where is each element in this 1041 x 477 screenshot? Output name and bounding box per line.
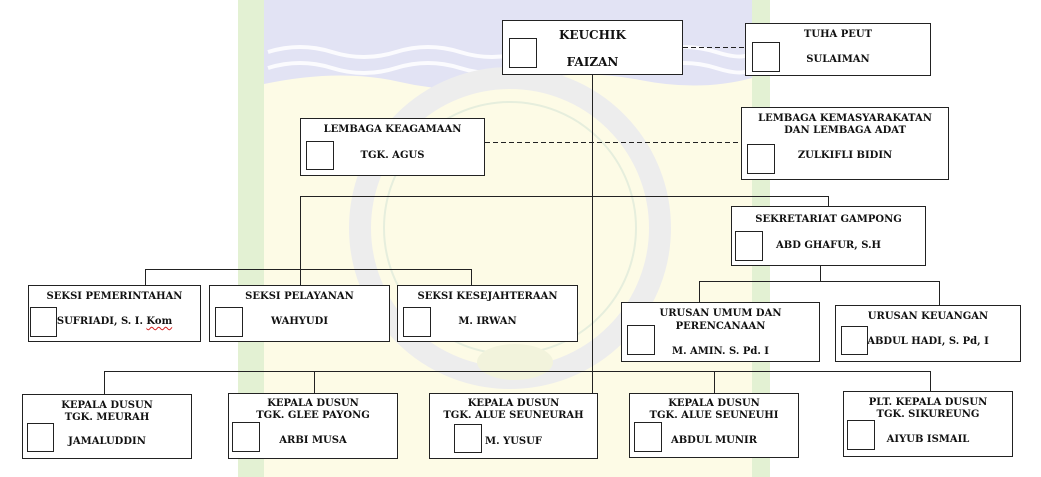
photo-placeholder xyxy=(454,424,482,453)
official-name: SUFRIADI, S. I. Kom xyxy=(29,316,200,328)
node-seksi-pemerintahan: SEKSI PEMERINTAHAN SUFRIADI, S. I. Kom xyxy=(28,285,201,342)
node-urusan-keuangan: URUSAN KEUANGAN ABDUL HADI, S. Pd, I xyxy=(835,305,1021,362)
photo-placeholder xyxy=(30,307,57,337)
official-name: TGK. AGUS xyxy=(360,150,425,161)
position-title-line-1: URUSAN UMUM DAN xyxy=(659,308,782,319)
position-title: SEKSI PELAYANAN xyxy=(245,291,354,302)
node-tuha-peut: TUHA PEUT SULAIMAN xyxy=(745,23,931,76)
photo-placeholder xyxy=(747,144,775,174)
official-name: FAIZAN xyxy=(566,55,619,69)
photo-placeholder xyxy=(27,423,54,452)
node-urusan-umum: URUSAN UMUM DAN PERENCANAAN M. AMIN. S. … xyxy=(621,302,820,362)
official-name-text: SUFRIADI, S. I. xyxy=(56,316,143,327)
position-title: SEKSI PEMERINTAHAN xyxy=(46,291,183,302)
position-title: SEKSI KESEJAHTERAAN xyxy=(417,291,558,302)
photo-placeholder xyxy=(403,307,431,337)
node-sekretariat: SEKRETARIAT GAMPONG ABD GHAFUR, S.H xyxy=(731,206,926,266)
node-lembaga-adat: LEMBAGA KEMASYARAKATAN DAN LEMBAGA ADAT … xyxy=(741,107,949,180)
position-title-line-2: TGK. SIKUREUNG xyxy=(876,409,980,420)
node-dusun-alue-seuneurah: KEPALA DUSUN TGK. ALUE SEUNEURAH M. YUSU… xyxy=(429,393,598,459)
position-title: KEUCHIK xyxy=(559,28,626,42)
node-dusun-meurah: KEPALA DUSUN TGK. MEURAH JAMALUDDIN xyxy=(22,394,192,459)
position-title-line-1: KEPALA DUSUN xyxy=(668,398,760,409)
photo-placeholder xyxy=(232,422,260,452)
official-name: JAMALUDDIN xyxy=(68,436,146,447)
official-name: M. AMIN. S. Pd. I xyxy=(672,346,769,357)
position-title-line-1: KEPALA DUSUN xyxy=(467,398,560,409)
photo-placeholder xyxy=(735,231,763,261)
node-seksi-pelayanan: SEKSI PELAYANAN WAHYUDI xyxy=(209,285,390,342)
position-title: URUSAN KEUANGAN xyxy=(867,311,989,322)
position-title-line-1: PLT. KEPALA DUSUN xyxy=(868,397,988,408)
node-lembaga-keagamaan: LEMBAGA KEAGAMAAN TGK. AGUS xyxy=(300,118,485,176)
official-name: ZULKIFLI BIDIN xyxy=(797,150,893,161)
official-name: AIYUB ISMAIL xyxy=(886,434,970,445)
position-title-line-2: TGK. MEURAH xyxy=(64,412,150,423)
node-dusun-alue-seuneuhi: KEPALA DUSUN TGK. ALUE SEUNEUHI ABDUL MU… xyxy=(629,393,799,458)
position-title: TUHA PEUT xyxy=(803,29,873,40)
node-seksi-kesejahteraan: SEKSI KESEJAHTERAAN M. IRWAN xyxy=(397,285,578,342)
official-name: ARBI MUSA xyxy=(279,435,347,446)
position-title-line-2: TGK. GLEE PAYONG xyxy=(256,410,370,421)
official-name: WAHYUDI xyxy=(270,316,328,327)
position-title: SEKRETARIAT GAMPONG xyxy=(755,214,902,225)
node-keuchik: KEUCHIK FAIZAN xyxy=(502,20,683,75)
photo-placeholder xyxy=(627,325,655,355)
photo-placeholder xyxy=(634,422,662,452)
photo-placeholder xyxy=(752,42,780,72)
official-name: ABD GHAFUR, S.H xyxy=(776,240,881,251)
photo-placeholder xyxy=(306,141,334,170)
position-title-line-2: DAN LEMBAGA ADAT xyxy=(784,125,906,136)
photo-placeholder xyxy=(215,307,243,337)
official-name: ABDUL MUNIR xyxy=(670,435,758,446)
official-name: ABDUL HADI, S. Pd, I xyxy=(867,336,989,347)
photo-placeholder xyxy=(847,420,875,450)
position-title-line-1: KEPALA DUSUN xyxy=(61,400,153,411)
photo-placeholder xyxy=(509,38,537,68)
node-dusun-glee-payong: KEPALA DUSUN TGK. GLEE PAYONG ARBI MUSA xyxy=(228,393,398,459)
photo-placeholder xyxy=(841,326,868,355)
official-name: M. IRWAN xyxy=(458,316,517,327)
position-title-line-2: TGK. ALUE SEUNEUHI xyxy=(649,410,779,421)
spellcheck-flagged-word: Kom xyxy=(146,316,173,327)
position-title: LEMBAGA KEAGAMAAN xyxy=(323,124,462,135)
position-title-line-2: TGK. ALUE SEUNEURAH xyxy=(443,410,584,421)
official-name: M. YUSUF xyxy=(485,436,542,447)
position-title-line-1: LEMBAGA KEMASYARAKATAN xyxy=(758,113,932,124)
official-name: SULAIMAN xyxy=(806,54,870,65)
position-title-line-1: KEPALA DUSUN xyxy=(267,398,359,409)
node-dusun-sikureung: PLT. KEPALA DUSUN TGK. SIKUREUNG AIYUB I… xyxy=(843,391,1013,457)
position-title-line-2: PERENCANAAN xyxy=(675,321,766,332)
